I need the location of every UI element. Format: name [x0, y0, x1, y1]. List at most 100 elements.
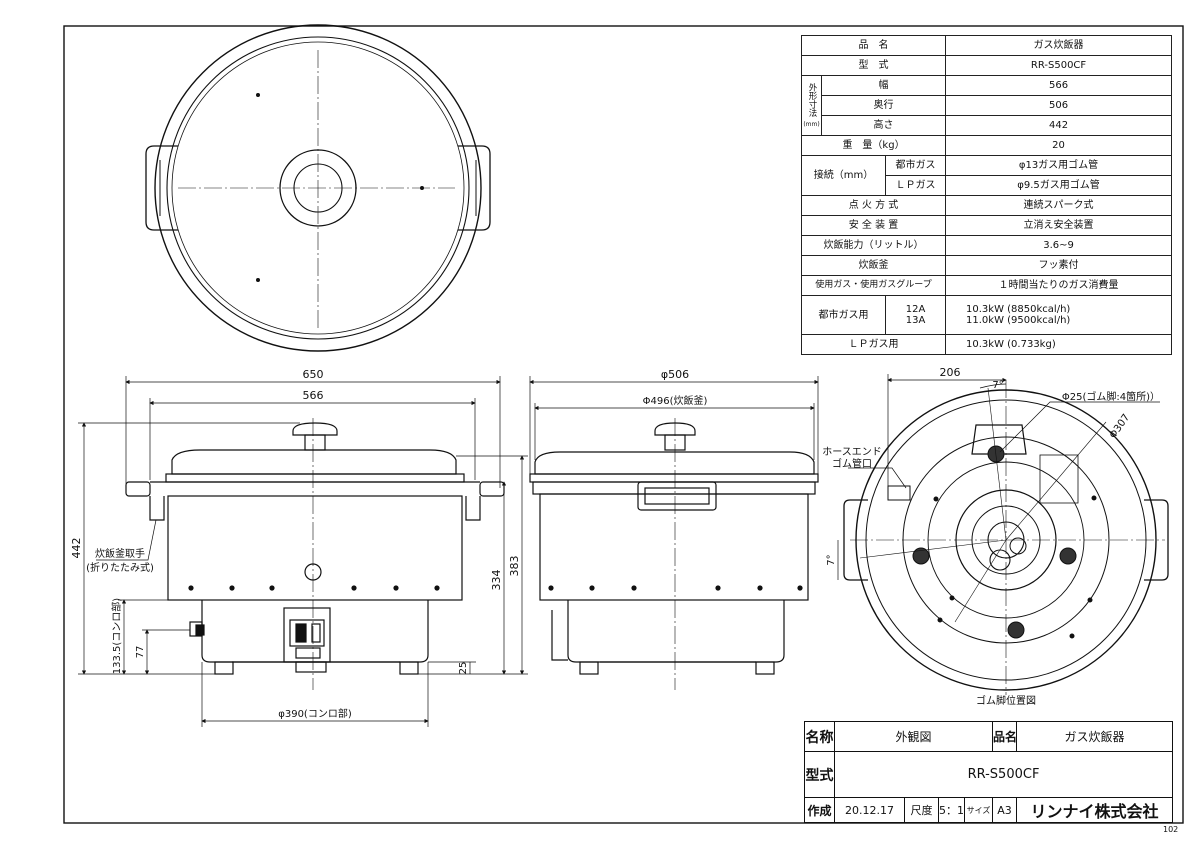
title-row-name: 名称 外観図 品名 ガス炊飯器	[804, 721, 1174, 752]
spec-group: 13A	[905, 315, 926, 326]
spec-label: 高さ	[820, 115, 947, 136]
spec-table: 品 名 ガス炊飯器 型 式 RR-S500CF 外形寸法 (mm) 幅 566 …	[800, 35, 1173, 355]
spec-row-lp-gas: ＬＰガス用 10.3kW (0.733kg)	[800, 334, 1173, 355]
spec-label: ＬＰガス	[884, 175, 947, 196]
spec-value: 506	[945, 95, 1173, 116]
spec-value: 10.3kW (8850kcal/h)	[966, 304, 1071, 315]
title-made-heading: 作成	[804, 797, 835, 823]
spec-label: 品 名	[800, 35, 947, 56]
spec-value: 442	[945, 115, 1173, 136]
spec-label: 重 量（kg）	[800, 135, 947, 156]
spec-dim-group-label: 外形寸法	[806, 82, 817, 117]
title-size-value: A3	[992, 797, 1018, 823]
spec-city-gas-groups: 12A 13A	[884, 295, 947, 335]
spec-label: 型 式	[800, 55, 947, 76]
spec-label: 使用ガス・使用ガスグループ	[800, 275, 947, 296]
dim-566: 566	[303, 389, 324, 402]
spec-value: 連続スパーク式	[945, 195, 1173, 216]
spec-value: RR-S500CF	[945, 55, 1173, 76]
company-name: リンナイ株式会社	[1016, 797, 1174, 823]
side-view	[529, 418, 819, 690]
title-size-heading: サイズ	[963, 797, 994, 823]
title-name-value: 外観図	[833, 721, 994, 752]
spec-value: 3.6~9	[945, 235, 1173, 256]
dim-77: 77	[135, 646, 146, 659]
spec-label: 奥行	[820, 95, 947, 116]
spec-label: ＬＰガス用	[800, 334, 947, 355]
spec-row-model: 型 式 RR-S500CF	[800, 55, 1173, 76]
title-product-heading: 品名	[992, 721, 1018, 752]
dim-390: φ390(コンロ部)	[278, 707, 352, 720]
spec-value: 20	[945, 135, 1173, 156]
spec-group: 12A	[905, 304, 926, 315]
dim-383: 383	[508, 556, 521, 577]
spec-dim-group: 外形寸法 (mm)	[801, 75, 822, 136]
spec-row-pot: 炊飯釜 フッ素付	[800, 255, 1173, 276]
dim-angle-left: 7°	[826, 554, 837, 565]
title-block: 名称 外観図 品名 ガス炊飯器 型式 RR-S500CF 作成 20.12.17…	[804, 721, 1174, 823]
spec-city-gas-values: 10.3kW (8850kcal/h) 11.0kW (9500kcal/h)	[945, 295, 1173, 335]
spec-row-depth: 奥行 506	[802, 95, 1173, 116]
dim-650: 650	[303, 368, 324, 381]
page-number: 102	[1163, 825, 1179, 834]
dim-334: 334	[490, 570, 503, 591]
bottom-view	[843, 380, 1169, 695]
spec-row-width: 外形寸法 (mm) 幅 566	[801, 75, 1173, 136]
title-scale-heading: 尺度	[904, 797, 939, 823]
note-handle-2: (折りたたみ式)	[86, 561, 154, 574]
spec-row-capacity: 炊飯能力（リットル） 3.6~9	[800, 235, 1173, 256]
spec-dim-unit: (mm)	[803, 120, 820, 128]
spec-value: φ13ガス用ゴム管	[945, 155, 1173, 176]
spec-row-name: 品 名 ガス炊飯器	[800, 35, 1173, 56]
note-hose-1: ホースエンド	[822, 446, 882, 458]
rubber-feet-caption: ゴム脚位置図	[976, 694, 1036, 707]
spec-value: 立消え安全装置	[945, 215, 1173, 236]
spec-label: 炊飯釜	[800, 255, 947, 276]
spec-label: 点 火 方 式	[800, 195, 947, 216]
title-product-value: ガス炊飯器	[1016, 721, 1174, 752]
note-handle-1: 炊飯釜取手	[95, 547, 145, 560]
dim-rubber-feet: Φ25(ゴム脚:4箇所)）	[1062, 390, 1160, 403]
spec-label: 幅	[820, 75, 947, 96]
spec-value: ガス炊飯器	[945, 35, 1173, 56]
spec-row-height: 高さ 442	[802, 115, 1173, 136]
spec-connection-label: 接続（mm）	[801, 155, 886, 196]
notes: 炊飯釜取手 (折りたたみ式) ホースエンド ゴム管口 ゴム脚位置図	[86, 446, 1036, 707]
spec-row-ignition: 点 火 方 式 連続スパーク式	[800, 195, 1173, 216]
spec-value: 11.0kW (9500kcal/h)	[966, 315, 1071, 326]
dim-25: 25	[458, 662, 469, 675]
dim-442: 442	[70, 538, 83, 559]
spec-row-weight: 重 量（kg） 20	[800, 135, 1173, 156]
dimension-texts: 650 566 442 383 334 25 133.5(コンロ部) 77 φ3…	[70, 366, 1160, 720]
dim-1335: 133.5(コンロ部)	[110, 598, 123, 675]
dim-307: Φ307	[1108, 412, 1132, 440]
spec-row-safety: 安 全 装 置 立消え安全装置	[800, 215, 1173, 236]
front-view	[125, 418, 505, 690]
spec-value: 10.3kW (0.733kg)	[945, 334, 1173, 355]
title-scale-value: 5：1	[938, 797, 965, 823]
dim-496: Φ496(炊飯釜)	[643, 394, 708, 407]
title-made-value: 20.12.17	[834, 797, 905, 823]
top-view	[145, 24, 491, 352]
spec-label: 安 全 装 置	[800, 215, 947, 236]
spec-label: 炊飯能力（リットル）	[800, 235, 947, 256]
spec-value: φ9.5ガス用ゴム管	[945, 175, 1173, 196]
drawing-frame	[63, 25, 1184, 824]
spec-label: 都市ガス	[884, 155, 947, 176]
dim-506: φ506	[661, 368, 689, 381]
spec-row-connection-city: 接続（mm） 都市ガス φ13ガス用ゴム管	[801, 155, 1173, 196]
spec-value: 566	[945, 75, 1173, 96]
spec-value: １時間当たりのガス消費量	[945, 275, 1173, 296]
spec-label: 都市ガス用	[801, 295, 886, 335]
spec-row-gas-header: 使用ガス・使用ガスグループ １時間当たりのガス消費量	[800, 275, 1173, 296]
spec-value: フッ素付	[945, 255, 1173, 276]
title-row-meta: 作成 20.12.17 尺度 5：1 サイズ A3 リンナイ株式会社	[804, 797, 1174, 823]
dim-angle-top: 7°	[992, 380, 1003, 391]
note-hose-2: ゴム管口	[832, 457, 872, 470]
title-model-heading: 型式	[804, 751, 835, 798]
title-name-heading: 名称	[804, 721, 835, 752]
title-model-value: RR-S500CF	[833, 751, 1174, 798]
dimension-lines	[78, 374, 1160, 727]
spec-row-connection-lp: ＬＰガス φ9.5ガス用ゴム管	[802, 175, 1173, 196]
